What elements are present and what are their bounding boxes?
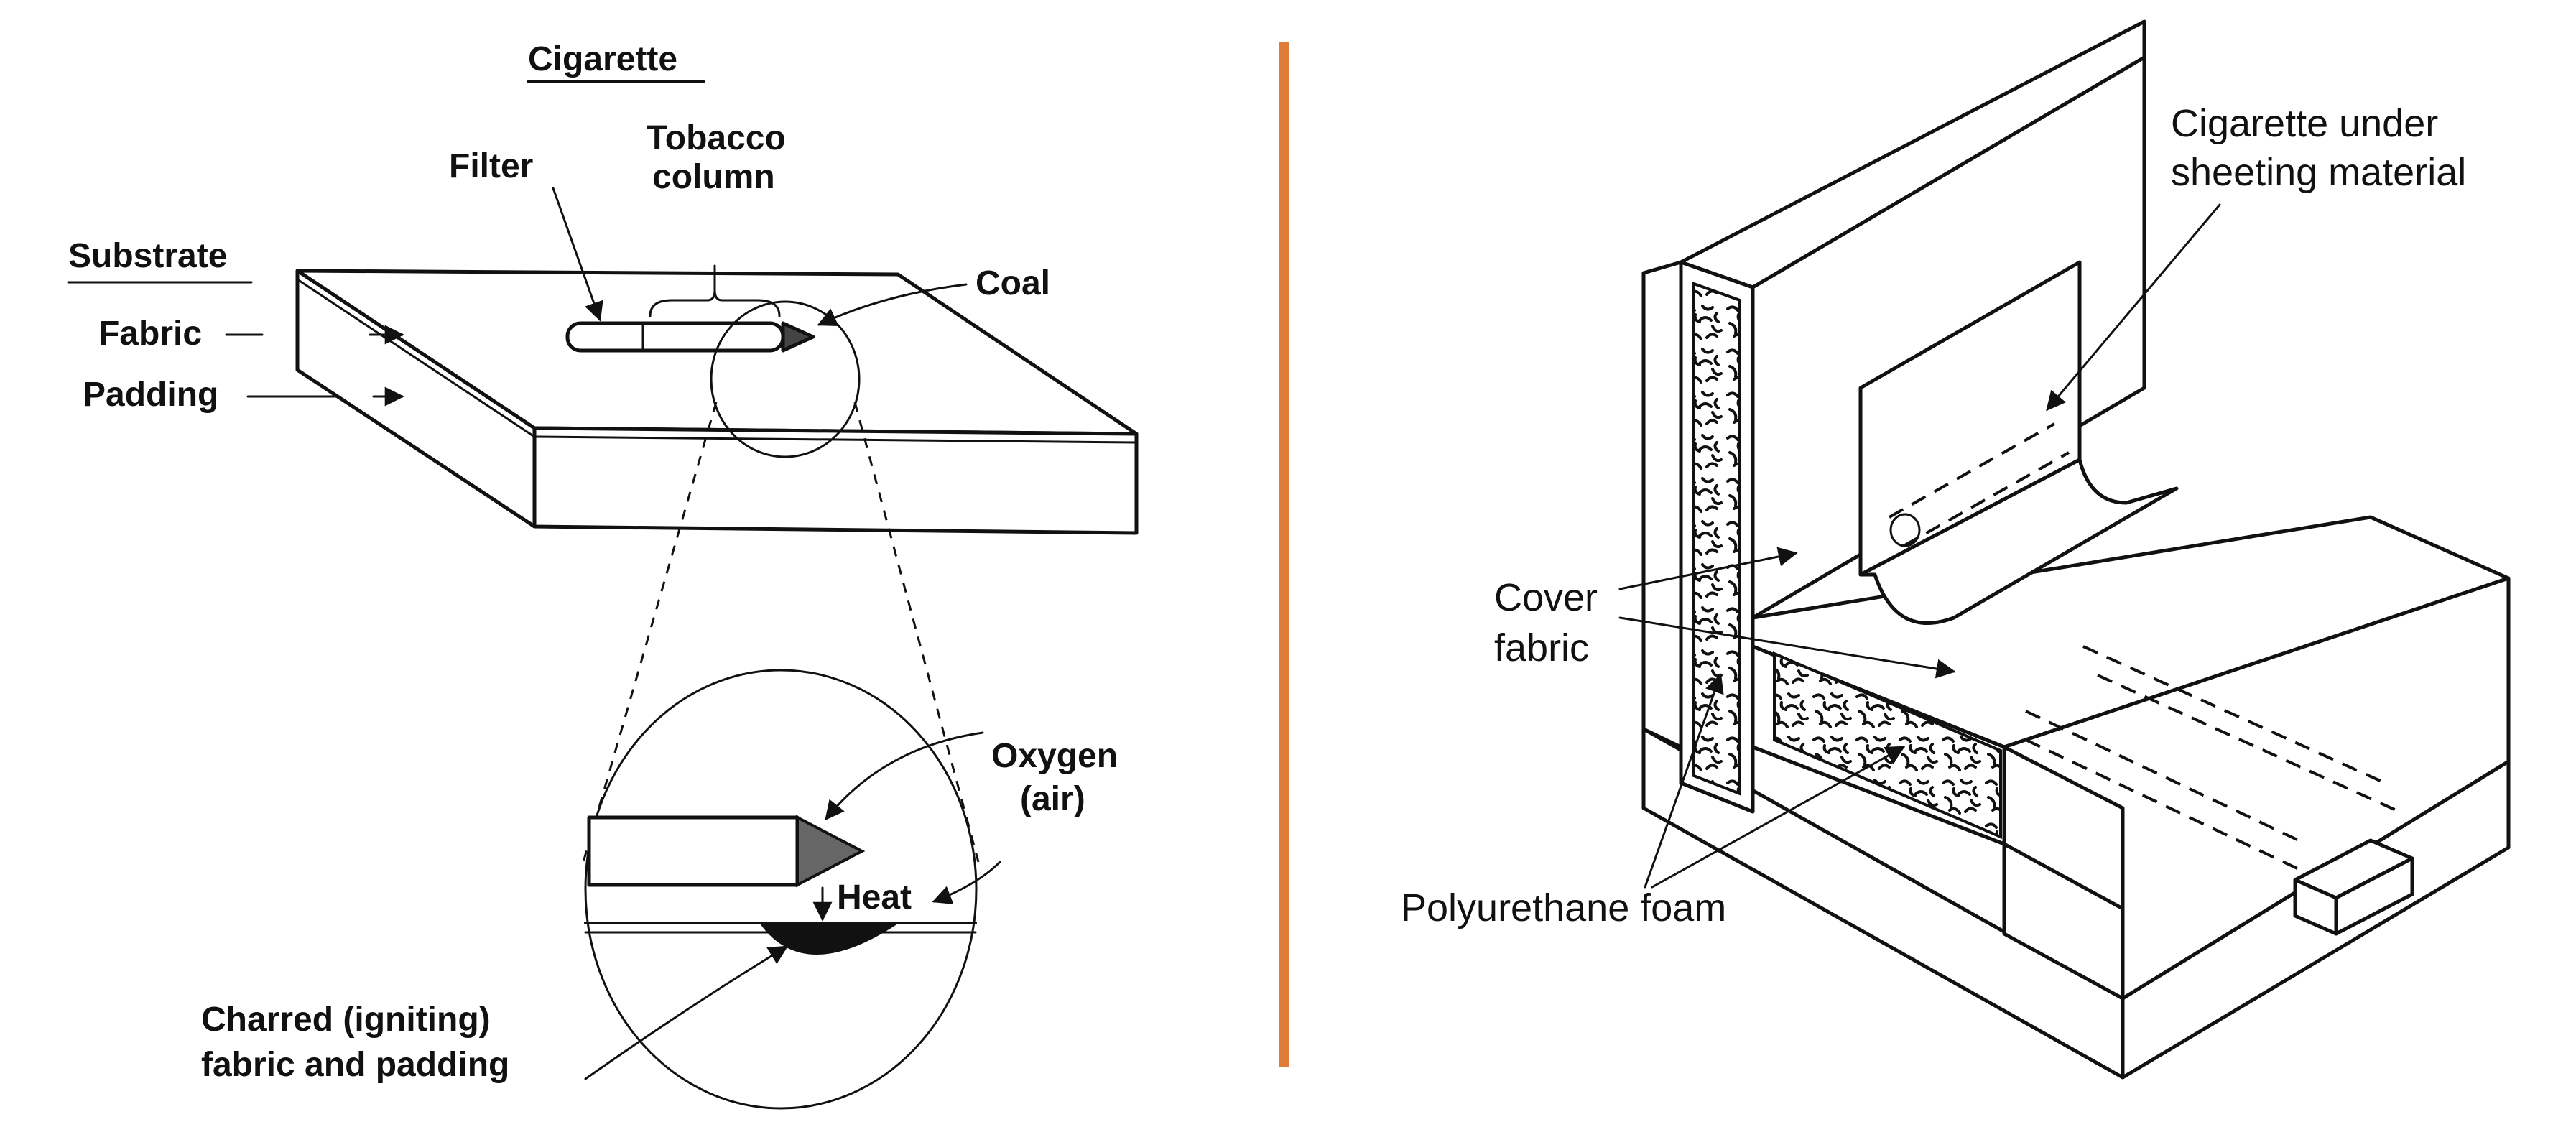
cover-fabric-label-line1: Cover: [1494, 576, 1598, 619]
polyurethane-foam-label: Polyurethane foam: [1401, 886, 1726, 929]
oxygen-label-line2: (air): [1020, 780, 1085, 818]
panel-divider: [1279, 42, 1289, 1067]
charred-label-line1: Charred (igniting): [201, 1001, 491, 1039]
cover-fabric-label-line2: fabric: [1494, 626, 1589, 669]
cigarette-sheeting-label-line2: sheeting material: [2171, 151, 2466, 194]
cigarette: [567, 323, 813, 351]
tobacco-label-line1: Tobacco: [647, 119, 786, 157]
cigarette-sheeting-label-line1: Cigarette under: [2171, 102, 2438, 145]
magnified-view: [585, 670, 976, 1108]
substrate-label: Substrate: [68, 237, 227, 275]
substrate-slab: [297, 271, 1136, 533]
cigarette-title: Cigarette: [528, 40, 677, 78]
oxygen-label-line1: Oxygen: [991, 737, 1118, 775]
coal-label: Coal: [976, 264, 1050, 302]
magnified-cigarette: [589, 817, 797, 885]
base-outer-back: [1644, 262, 1681, 747]
filter-label: Filter: [449, 147, 533, 185]
magnified-circle: [585, 670, 976, 1108]
cigarette-body: [567, 323, 783, 351]
back-foam-section: [1694, 284, 1740, 794]
left-diagram-cigarette-on-substrate: Cigarette: [68, 40, 1136, 1108]
magnified-coal: [797, 817, 862, 885]
heat-label: Heat: [837, 878, 912, 917]
fabric-label: Fabric: [98, 315, 202, 353]
charred-label-line2: fabric and padding: [201, 1046, 509, 1084]
padding-label: Padding: [83, 376, 218, 414]
tobacco-label-line2: column: [652, 158, 775, 196]
right-diagram-chair-mockup: Cigarette under sheeting material Cover …: [1401, 22, 2508, 1077]
